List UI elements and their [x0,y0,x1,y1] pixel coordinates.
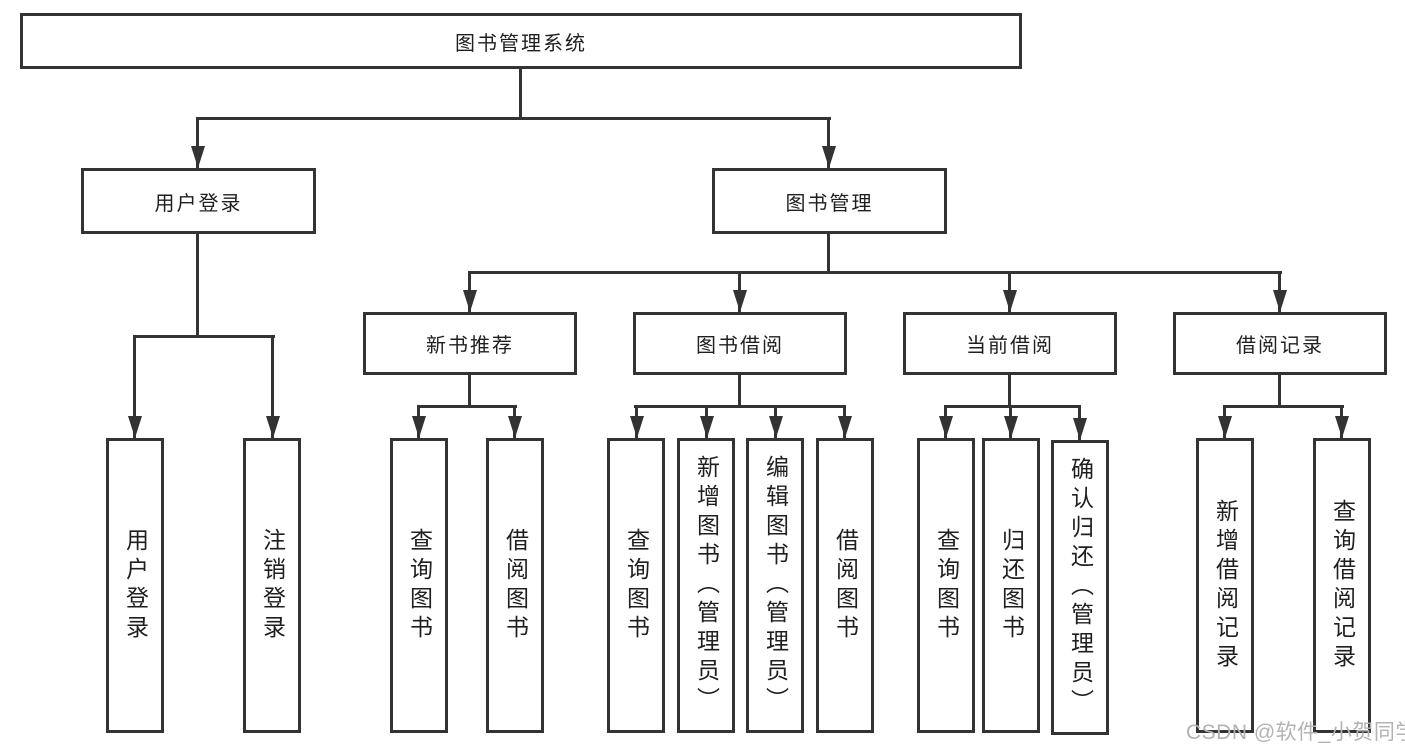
leaf-new-books-borrow-books: 借阅图书 [486,438,544,733]
leaf-new-books-query-books: 查询图书 [390,438,448,733]
connector-new-books-rail [417,405,517,408]
node-new-book-recommend: 新书推荐 [363,312,577,375]
leaf-borrow-borrow-books: 借阅图书 [816,438,874,733]
connector-book-borrow-stem [738,375,741,408]
arrow-to-current-return [1009,405,1012,438]
connector-current-borrow-rail [944,405,1081,408]
arrow-to-logout [271,335,274,438]
leaf-user-login: 用户登录 [106,438,164,733]
arrow-to-records-query [1340,405,1343,438]
leaf-logout: 注销登录 [243,438,301,733]
connector-book-borrow-rail [634,405,846,408]
leaf-records-query-record: 查询借阅记录 [1313,438,1371,733]
connector-borrow-records-stem [1278,375,1281,408]
connector-book-mgmt-stem [827,234,830,274]
arrow-to-user-login [196,117,199,168]
arrow-to-login [133,335,136,438]
connector-user-login-rail [134,335,275,338]
node-user-login: 用户登录 [81,168,316,234]
arrow-to-current-confirm [1078,405,1081,440]
connector-new-books-stem [468,375,471,408]
node-current-borrow: 当前借阅 [903,312,1117,375]
node-borrow-records: 借阅记录 [1173,312,1387,375]
watermark: CSDN @软件_小贺同学 [1186,721,1405,744]
node-book-management: 图书管理 [712,168,947,234]
leaf-borrow-query-books: 查询图书 [607,438,665,733]
connector-user-login-stem [196,234,199,338]
leaf-records-add-record: 新增借阅记录 [1196,438,1254,733]
leaf-current-query-books: 查询图书 [917,438,975,733]
connector-current-borrow-stem [1008,375,1011,408]
connector-borrow-records-rail [1223,405,1344,408]
connector-book-mgmt-rail [468,271,1282,274]
leaf-current-return-books: 归还图书 [982,438,1040,733]
arrow-to-new-books-borrow [513,405,516,438]
arrow-to-borrow-add [705,405,708,438]
leaf-borrow-edit-books-admin: 编辑图书（管理员） [746,438,804,733]
arrow-to-borrow-query [635,405,638,438]
leaf-borrow-add-books-admin: 新增图书（管理员） [677,438,735,733]
arrow-to-records-add [1223,405,1226,438]
node-book-borrow: 图书借阅 [633,312,847,375]
arrow-to-current-borrow [1008,271,1011,312]
arrow-to-current-query [944,405,947,438]
connector-root-rail [196,117,831,120]
arrow-to-borrow-records [1278,271,1281,312]
arrow-to-book-borrow [738,271,741,312]
arrow-to-new-books [468,271,471,312]
arrow-to-new-books-query [417,405,420,438]
node-root: 图书管理系统 [20,13,1022,69]
arrow-to-borrow-edit [774,405,777,438]
connector-root-stem [519,69,522,120]
leaf-current-confirm-return-admin: 确认归还（管理员） [1051,440,1109,735]
arrow-to-book-mgmt [827,117,830,168]
arrow-to-borrow-borrow [843,405,846,438]
